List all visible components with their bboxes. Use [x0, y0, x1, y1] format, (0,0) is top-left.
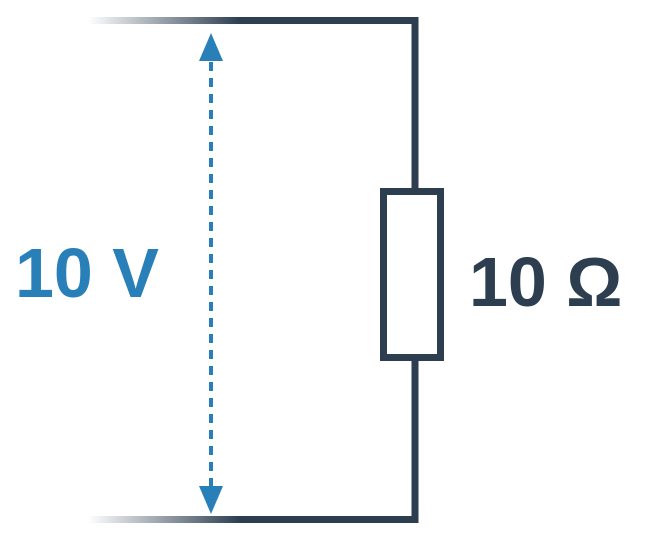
top-wire-fade [88, 17, 240, 24]
resistance-label: 10 Ω [469, 243, 622, 321]
resistor-symbol [380, 188, 444, 361]
voltage-arrow-head-top [199, 33, 223, 61]
bottom-wire-fade [88, 516, 240, 523]
voltage-arrow-head-bottom [199, 486, 223, 514]
voltage-label: 10 V [15, 234, 159, 312]
